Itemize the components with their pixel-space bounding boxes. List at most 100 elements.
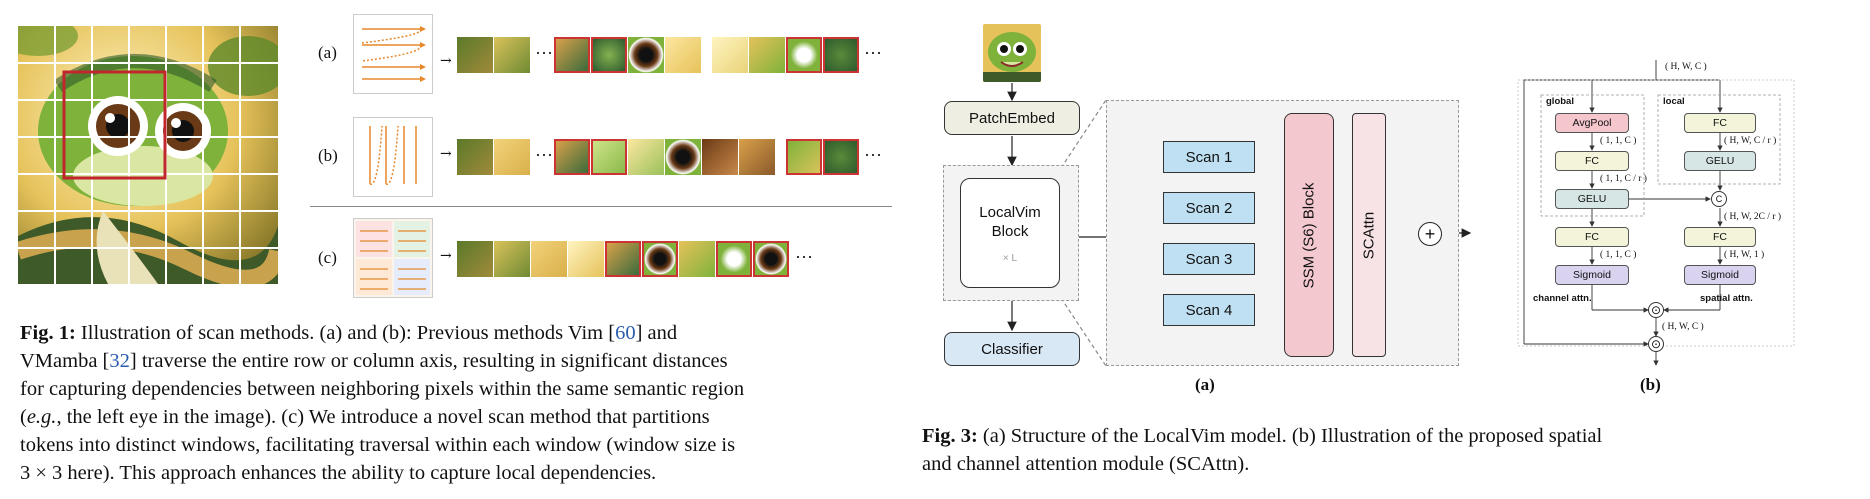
ellipsis-a-1: ··· bbox=[535, 43, 553, 63]
thumb-b-8 bbox=[739, 139, 775, 175]
thumb-c-9 bbox=[753, 241, 789, 277]
times-l-label: × L bbox=[1002, 252, 1018, 264]
ellipsis-c: ··· bbox=[795, 247, 813, 267]
thumb-c-4 bbox=[568, 241, 604, 277]
citation-link[interactable]: 32 bbox=[109, 350, 130, 372]
ellipsis-a-2: ··· bbox=[864, 43, 882, 63]
channel-attn-label: channel attn. bbox=[1533, 293, 1592, 304]
fig3a-input-image bbox=[983, 24, 1041, 82]
gelu-local: GELU bbox=[1684, 151, 1756, 171]
fig1-caption-line5: tokens into distinct windows, facilitati… bbox=[20, 434, 736, 456]
thumb-a-5 bbox=[628, 37, 664, 73]
multiply-node-1: ⊙ bbox=[1648, 302, 1664, 318]
patch-embed-box: PatchEmbed bbox=[944, 101, 1080, 135]
fig3-caption-line2: and channel attention module (SCAttn). bbox=[922, 453, 1250, 475]
thumb-b-6 bbox=[665, 139, 701, 175]
fig1-caption-emph: e.g. bbox=[26, 406, 57, 428]
thumb-c-7 bbox=[679, 241, 715, 277]
fc-global-1: FC bbox=[1555, 151, 1629, 171]
fig1-caption-text: VMamba [ bbox=[20, 350, 110, 372]
thumb-a-7 bbox=[712, 37, 748, 73]
ellipsis-b-1: ··· bbox=[535, 145, 553, 165]
fig1-caption-text: Illustration of scan methods. (a) and (b… bbox=[75, 322, 616, 344]
shape-hw2cr: ( H, W, 2C / r ) bbox=[1724, 212, 1781, 222]
classifier-box: Classifier bbox=[944, 332, 1080, 366]
fig1-caption-line3: for capturing dependencies between neigh… bbox=[20, 378, 745, 400]
scan-1-box: Scan 1 bbox=[1163, 141, 1255, 173]
fig3b-sublabel: (b) bbox=[1640, 375, 1661, 394]
fig1-caption-text: , the left eye in the image). (c) We int… bbox=[56, 406, 710, 428]
thumb-b-1 bbox=[457, 139, 493, 175]
thumb-c-3 bbox=[531, 241, 567, 277]
residual-add-node: + bbox=[1418, 222, 1442, 246]
arrow-c: → bbox=[440, 248, 452, 264]
ellipsis-b-2: ··· bbox=[864, 145, 882, 165]
sigmoid-channel: Sigmoid bbox=[1555, 265, 1629, 285]
thumb-a-1 bbox=[457, 37, 493, 73]
row-label-a: (a) bbox=[318, 43, 337, 62]
shape-11c-2: ( 1, 1, C ) bbox=[1600, 250, 1637, 260]
global-branch-label: global bbox=[1546, 96, 1574, 107]
thumb-b-4 bbox=[591, 139, 627, 175]
fig3-caption-text: (a) Structure of the LocalVim model. (b)… bbox=[977, 425, 1603, 447]
scan-diagram-c bbox=[353, 218, 433, 298]
thumb-a-4 bbox=[591, 37, 627, 73]
scattn-block: SCAttn bbox=[1352, 113, 1386, 357]
scan-diagram-b bbox=[353, 117, 433, 197]
input-shape-label: ( H, W, C ) bbox=[1665, 62, 1707, 72]
thumb-c-2 bbox=[494, 241, 530, 277]
citation-link[interactable]: 60 bbox=[615, 322, 636, 344]
row-label-b: (b) bbox=[318, 146, 338, 165]
output-shape-label: ( H, W, C ) bbox=[1662, 322, 1704, 332]
localvim-block-label: LocalVim Block bbox=[979, 203, 1041, 240]
fig1-caption-text: ] traverse the entire row or column axis… bbox=[129, 350, 728, 372]
row-label-c: (c) bbox=[318, 248, 337, 267]
thumb-b-3 bbox=[554, 139, 590, 175]
arrow-b: → bbox=[440, 146, 452, 162]
fig1-caption-line2: VMamba [32] traverse the entire row or c… bbox=[20, 347, 896, 375]
fig3-caption-label: Fig. 3: bbox=[922, 425, 978, 447]
thumb-b-2 bbox=[494, 139, 530, 175]
concat-node: C bbox=[1711, 191, 1727, 207]
thumb-b-5 bbox=[628, 139, 664, 175]
thumb-b-7 bbox=[702, 139, 738, 175]
shape-hw1: ( H, W, 1 ) bbox=[1724, 250, 1765, 260]
scan-diagram-a bbox=[353, 14, 433, 94]
fc-local-1: FC bbox=[1684, 113, 1756, 133]
scan-4-box: Scan 4 bbox=[1163, 294, 1255, 326]
thumb-a-9 bbox=[786, 37, 822, 73]
shape-11cr: ( 1, 1, C / r ) bbox=[1600, 174, 1647, 184]
eye-window-highlight bbox=[62, 70, 167, 180]
fig1-caption-text: ( bbox=[20, 406, 27, 428]
scan-2-box: Scan 2 bbox=[1163, 192, 1255, 224]
shape-11c: ( 1, 1, C ) bbox=[1600, 136, 1637, 146]
arrow-a: → bbox=[440, 53, 452, 69]
localvim-block: LocalVim Block × L bbox=[960, 178, 1060, 288]
thumb-a-10 bbox=[823, 37, 859, 73]
shape-hwcr: ( H, W, C / r ) bbox=[1724, 136, 1777, 146]
thumb-c-5 bbox=[605, 241, 641, 277]
thumb-c-6 bbox=[642, 241, 678, 277]
fig3-caption-line1: Fig. 3: (a) Structure of the LocalVim mo… bbox=[922, 422, 1862, 450]
thumb-a-2 bbox=[494, 37, 530, 73]
fc-local-2: FC bbox=[1684, 227, 1756, 247]
fig1-caption-label: Fig. 1: bbox=[20, 322, 76, 344]
ssm-block: SSM (S6) Block bbox=[1284, 113, 1334, 357]
fig1-caption-text: ] and bbox=[635, 322, 678, 344]
fc-global-2: FC bbox=[1555, 227, 1629, 247]
fig1-caption-line6: 3 × 3 here). This approach enhances the … bbox=[20, 462, 657, 484]
thumb-a-8 bbox=[749, 37, 785, 73]
gelu-global: GELU bbox=[1555, 189, 1629, 209]
thumb-b-9 bbox=[786, 139, 822, 175]
thumb-b-10 bbox=[823, 139, 859, 175]
thumb-c-1 bbox=[457, 241, 493, 277]
fig1-caption: Fig. 1: Illustration of scan methods. (a… bbox=[20, 319, 896, 487]
thumb-c-8 bbox=[716, 241, 752, 277]
multiply-node-2: ⊙ bbox=[1648, 336, 1664, 352]
local-branch-label: local bbox=[1663, 96, 1685, 107]
fig3-caption: Fig. 3: (a) Structure of the LocalVim mo… bbox=[922, 422, 1862, 478]
thumb-a-3 bbox=[554, 37, 590, 73]
fig3a-sublabel: (a) bbox=[1195, 375, 1215, 394]
fig1-main-image bbox=[18, 26, 278, 284]
